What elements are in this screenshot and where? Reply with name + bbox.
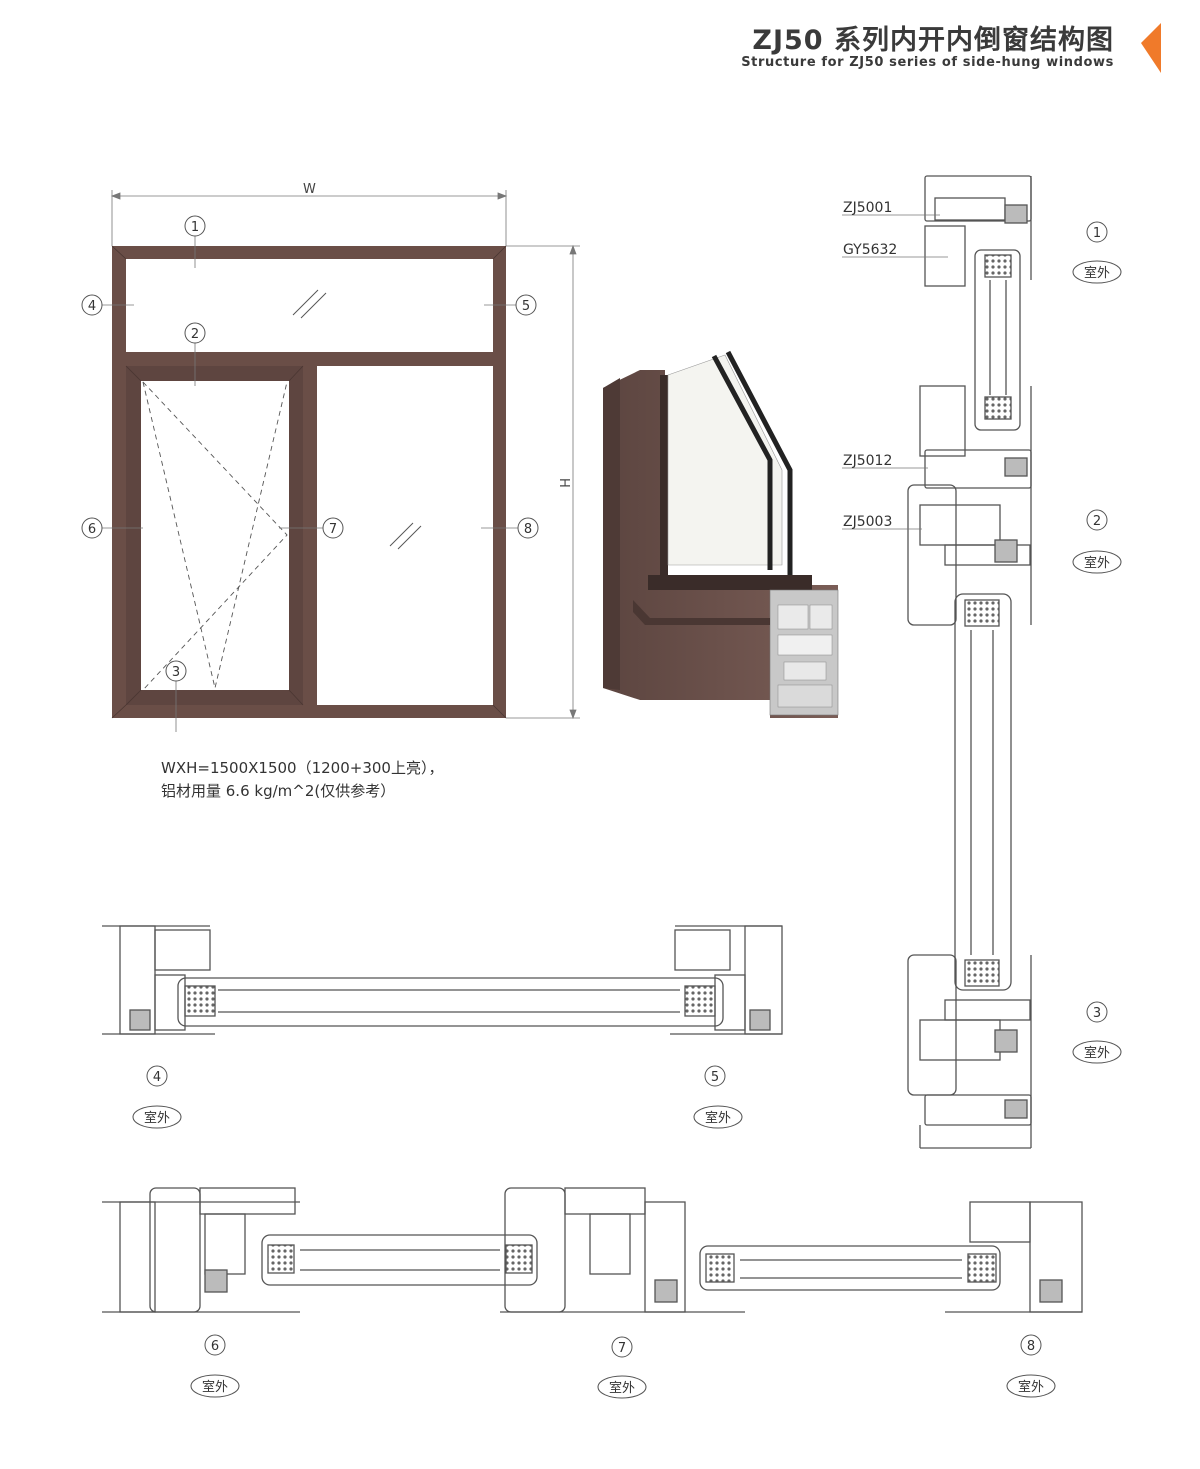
part-label-zj5001: ZJ5001 <box>843 200 892 216</box>
svg-text:5: 5 <box>711 1070 719 1085</box>
svg-text:1: 1 <box>1093 226 1101 241</box>
callout-7: 7 <box>322 517 344 539</box>
callout-4: 4 <box>81 294 103 316</box>
outside-badge: 室外 <box>597 1375 647 1399</box>
svg-text:室外: 室外 <box>1084 265 1110 281</box>
callout-1: 1 <box>184 215 206 237</box>
horizontal-section-6-7-8 <box>102 1187 1083 1313</box>
corner-profile-render <box>603 350 839 718</box>
window-size-spec: WXH=1500X1500（1200+300上亮）， <box>161 759 444 777</box>
section-number-8: 8 <box>1020 1334 1042 1356</box>
section-number-7: 7 <box>611 1336 633 1358</box>
outside-badge: 室外 <box>1006 1374 1056 1398</box>
tilt-turn-indication <box>142 381 288 691</box>
height-label: H <box>556 478 571 488</box>
width-label: W <box>303 182 316 197</box>
svg-text:7: 7 <box>329 522 337 537</box>
material-usage-spec: 铝材用量 6.6 kg/m^2(仅供参考） <box>161 782 396 800</box>
height-dimension <box>506 244 580 720</box>
horizontal-section-4-5 <box>102 925 783 1035</box>
svg-text:室外: 室外 <box>202 1379 228 1395</box>
svg-text:室外: 室外 <box>1084 1045 1110 1061</box>
svg-text:室外: 室外 <box>1018 1379 1044 1395</box>
outside-badge: 室外 <box>1072 1040 1122 1064</box>
svg-text:6: 6 <box>88 522 96 537</box>
svg-text:3: 3 <box>1093 1006 1101 1021</box>
svg-text:4: 4 <box>153 1070 161 1085</box>
svg-text:4: 4 <box>88 299 96 314</box>
glass-hatch <box>292 289 422 550</box>
section-number-2: 2 <box>1086 509 1108 531</box>
outside-badge: 室外 <box>190 1374 240 1398</box>
svg-text:6: 6 <box>211 1339 219 1354</box>
svg-text:1: 1 <box>191 220 199 235</box>
callout-5: 5 <box>515 294 537 316</box>
part-label-gy5632: GY5632 <box>843 242 897 258</box>
outside-badge: 室外 <box>1072 550 1122 574</box>
svg-text:2: 2 <box>1093 514 1101 529</box>
svg-text:5: 5 <box>522 299 530 314</box>
part-label-zj5012: ZJ5012 <box>843 453 892 469</box>
section-number-1: 1 <box>1086 221 1108 243</box>
svg-text:室外: 室外 <box>609 1380 635 1396</box>
svg-text:室外: 室外 <box>1084 555 1110 571</box>
page-subtitle: Structure for ZJ50 series of side-hung w… <box>741 55 1114 70</box>
vertical-section <box>907 175 1032 1149</box>
callout-8: 8 <box>517 517 539 539</box>
svg-text:室外: 室外 <box>705 1110 731 1126</box>
section-number-6: 6 <box>204 1334 226 1356</box>
svg-text:3: 3 <box>172 665 180 680</box>
section-number-5: 5 <box>704 1065 726 1087</box>
outside-badge: 室外 <box>1072 260 1122 284</box>
section-number-4: 4 <box>146 1065 168 1087</box>
outside-badge: 室外 <box>693 1105 743 1129</box>
callout-6: 6 <box>81 517 103 539</box>
vertical-section-leaders <box>842 214 948 530</box>
width-dimension <box>110 190 508 246</box>
svg-text:7: 7 <box>618 1341 626 1356</box>
callout-3: 3 <box>165 660 187 682</box>
page-title: ZJ50 系列内开内倒窗结构图 <box>752 25 1114 56</box>
svg-text:8: 8 <box>524 522 532 537</box>
callout-2: 2 <box>184 322 206 344</box>
header-accent-tab <box>1141 23 1161 73</box>
part-label-zj5003: ZJ5003 <box>843 514 892 530</box>
svg-text:室外: 室外 <box>144 1110 170 1126</box>
outside-badge: 室外 <box>132 1105 182 1129</box>
svg-text:2: 2 <box>191 327 199 342</box>
svg-text:8: 8 <box>1027 1339 1035 1354</box>
section-number-3: 3 <box>1086 1001 1108 1023</box>
